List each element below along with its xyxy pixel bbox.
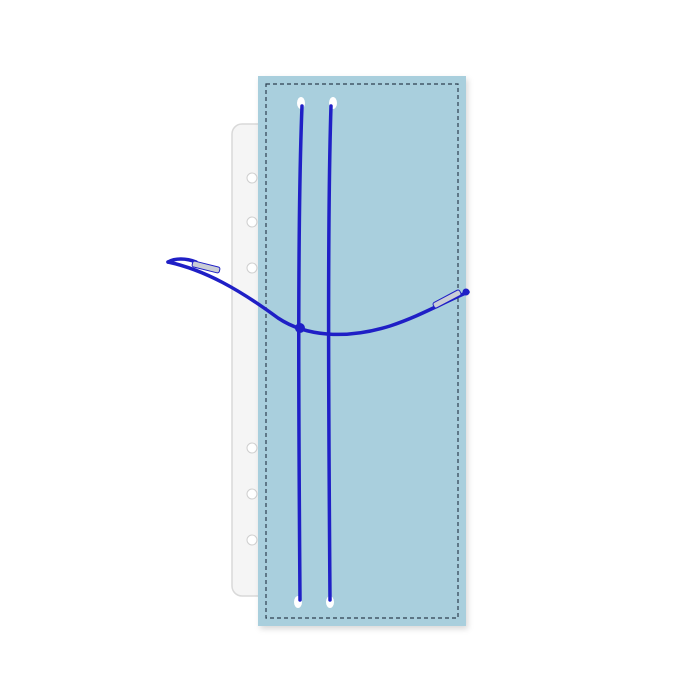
felt-pen-holder (258, 76, 466, 626)
insert-hole (246, 488, 258, 500)
elastic-cord (166, 104, 470, 602)
insert-hole (246, 216, 258, 228)
felt-body (258, 76, 466, 626)
insert-hole (246, 262, 258, 274)
cord-vertical-right (326, 104, 333, 602)
cord-vertical-left (297, 104, 304, 602)
felt-stitching (265, 83, 459, 619)
cord-end-bead (462, 288, 470, 296)
felt-slot-bottom-right (326, 596, 334, 608)
cord-horizontal (166, 260, 470, 337)
insert-hole (246, 172, 258, 184)
cord-tail-left (166, 257, 198, 264)
insert-holes (246, 172, 258, 546)
insert-hole (246, 442, 258, 454)
insert-hole (246, 534, 258, 546)
cord-tips (191, 260, 470, 309)
cord-tip-left (191, 260, 221, 274)
cord-knot (295, 323, 305, 333)
cord-tip-right (432, 289, 462, 309)
